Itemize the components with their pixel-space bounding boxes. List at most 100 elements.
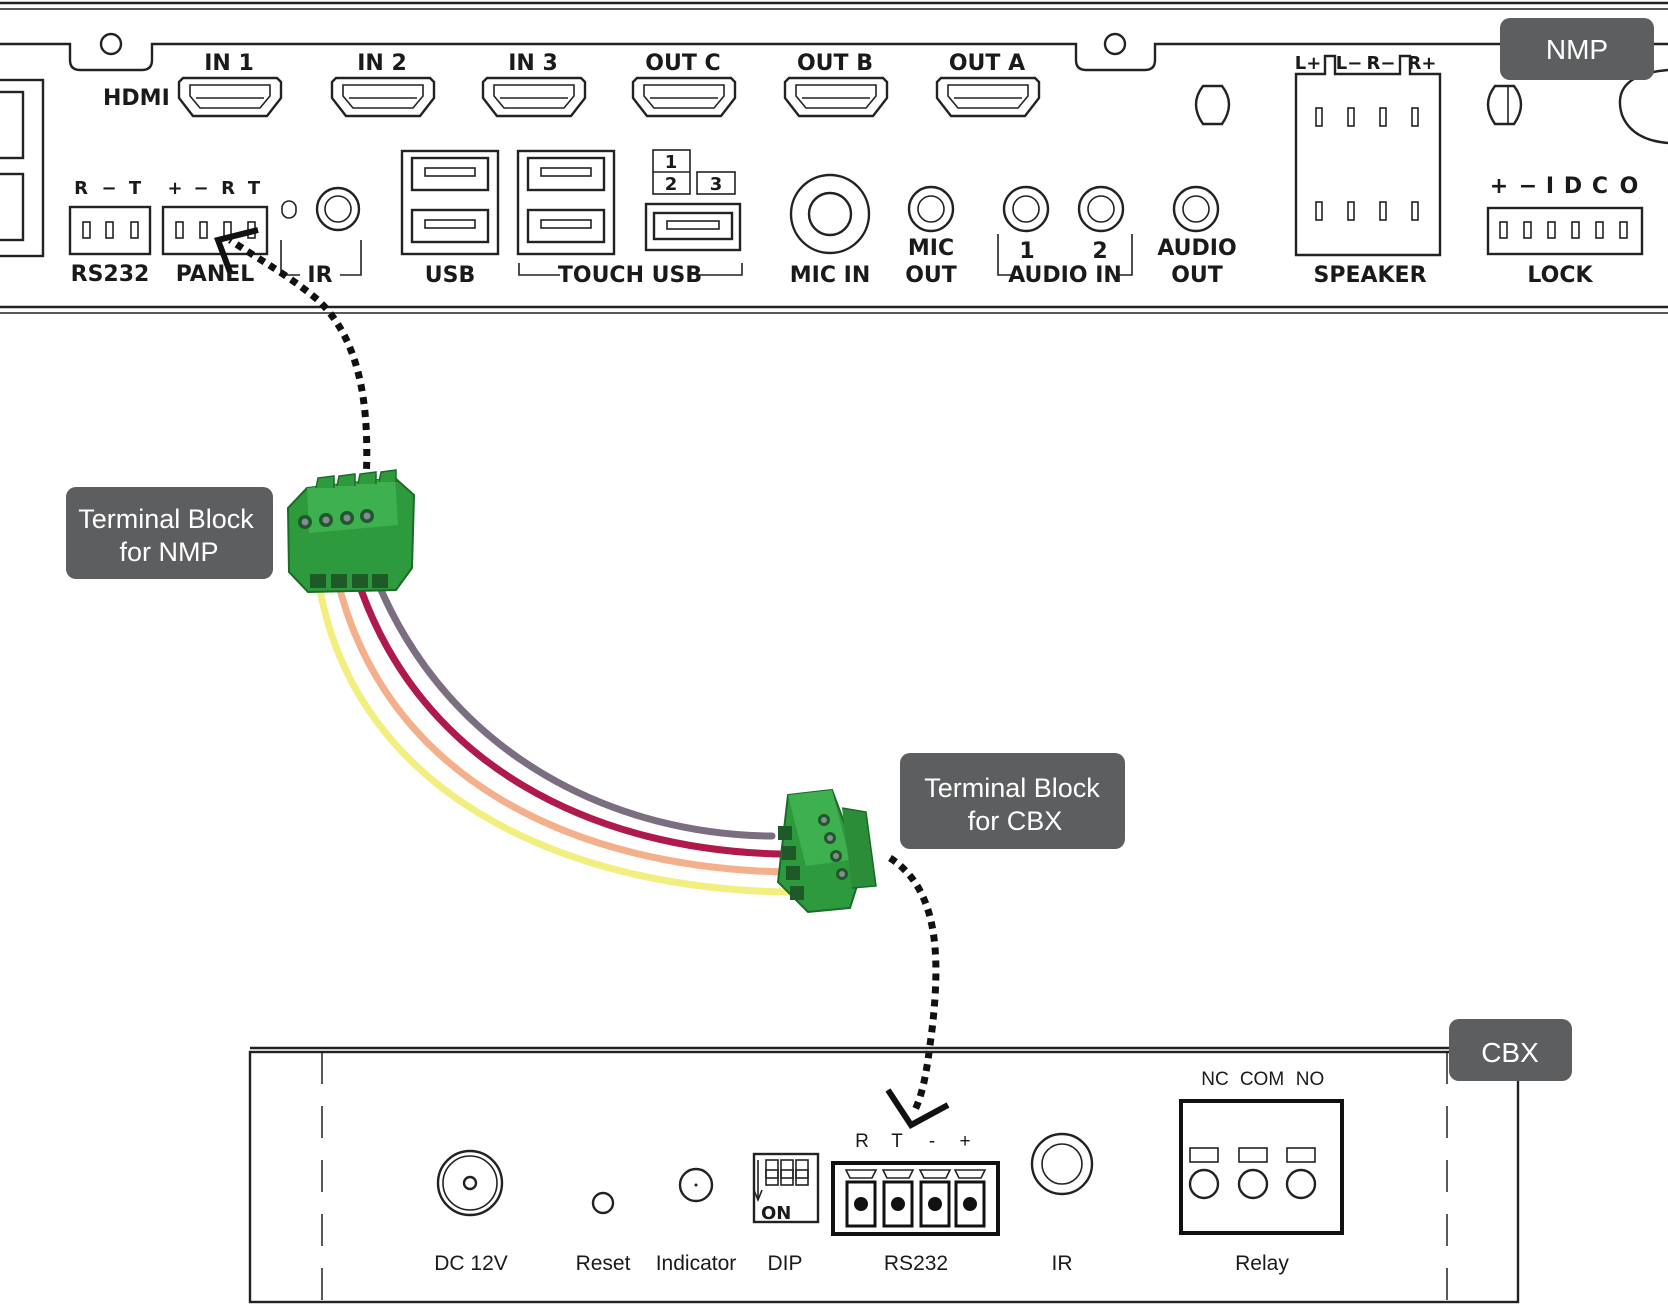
touch-usb-label: TOUCH USB [558,263,702,288]
pin-label: − [193,178,208,199]
arrow-to-cbx-rs232 [885,855,950,1129]
cbx-tag: CBX [1449,1019,1572,1081]
terminal-block-nmp [286,469,416,594]
pin-label: R+ [1408,53,1437,74]
hdmi-port-label: OUT B [797,51,873,76]
nmp-touch-usb-port: 1 2 3 TOUCH USB [516,149,743,288]
hdmi-port-label: OUT A [949,51,1025,76]
cbx-port-label: RS232 [884,1252,948,1275]
touch-usb-number: 1 [665,152,678,173]
mount-hole-left [99,32,123,56]
hdmi-port-label: IN 1 [204,51,254,76]
pin-label: R [855,1131,869,1152]
speaker-label: SPEAKER [1313,263,1426,288]
pin-label: - [929,1131,935,1152]
nmp-audio-out-port: AUDIO OUT [1157,185,1237,288]
wire-peach [333,574,790,876]
audio-out-label: AUDIO [1157,236,1236,261]
cbx-port-label: DIP [767,1252,802,1275]
mic-out-label: MIC [908,236,954,261]
pin-label: O [1620,174,1639,199]
hdmi-port-label: IN 3 [508,51,558,76]
nmp-tag-text: NMP [1546,34,1608,65]
hdmi-port-in-2: IN 2 [330,51,436,118]
arrow-to-nmp-panel [214,227,371,483]
cbx-rs232-port: R T - + RS232 [831,1131,1000,1275]
pin-label: + [1490,174,1508,199]
mic-out-label: OUT [905,263,957,288]
hdmi-port-in-3: IN 3 [481,51,587,118]
audio-in-label: AUDIO IN [1008,263,1122,288]
callout-line: Terminal Block [78,504,254,534]
pin-label: I [1546,174,1554,199]
nmp-lock-port: + − I D C O LOCK [1486,174,1644,288]
dip-on-label: ON [761,1203,791,1224]
callout-line: for CBX [968,806,1063,836]
nmp-mic-out-port: MIC OUT [905,185,957,288]
callout-line: for NMP [119,537,218,567]
nmp-speaker-port: L+ L− R− R+ SPEAKER [1295,53,1442,288]
cbx-port-label: DC 12V [434,1252,508,1275]
audio-in-number: 1 [1019,239,1034,264]
ir-label: IR [307,263,332,288]
pin-label: R− [1367,53,1396,74]
hdmi-port-out-a: OUT A [935,51,1041,118]
wire-bundle [314,574,796,896]
hdmi-port-out-b: OUT B [783,51,889,118]
nmp-rs232-port: R − T RS232 [68,178,152,287]
pin-label: L− [1336,53,1363,74]
usb-label: USB [425,263,475,288]
callout-terminal-block-cbx: Terminal Block for CBX [900,753,1125,849]
nmp-panel: HDMI IN 1 IN 2 IN 3 OUT C OUT B [0,1,1668,314]
cbx-reset-button: Reset [576,1191,631,1275]
mic-in-label: MIC IN [790,263,870,288]
pin-label: T [248,178,261,199]
wire-red [353,574,784,858]
hdmi-port-label: IN 2 [357,51,407,76]
cbx-relay-port: NC COM NO Relay [1179,1069,1344,1275]
nmp-mic-in-port: MIC IN [790,173,870,288]
audio-out-label: OUT [1171,263,1223,288]
wire-grey [372,574,776,840]
cbx-port-label: Indicator [656,1252,737,1275]
cbx-port-label: Relay [1235,1252,1289,1275]
pin-label: L+ [1295,53,1322,74]
hdmi-port-out-c: OUT C [631,51,737,118]
pin-label: R [74,178,88,199]
callout-terminal-block-nmp: Terminal Block for NMP [66,487,273,579]
hdmi-label: HDMI [103,86,170,111]
pin-label: T [891,1131,903,1152]
pin-label: COM [1240,1069,1284,1090]
touch-usb-number: 3 [710,174,723,195]
cbx-port-label: Reset [576,1252,631,1275]
pin-label: + [959,1131,970,1152]
pin-label: NC [1201,1069,1228,1090]
mount-hole-right [1103,32,1127,56]
pin-label: − [101,178,116,199]
hdmi-port-label: OUT C [645,51,720,76]
nmp-ir-port: IR [280,186,362,288]
audio-in-number: 2 [1092,239,1107,264]
touch-usb-number: 2 [665,174,678,195]
cbx-dc-12v-port: DC 12V [434,1149,508,1275]
pin-label: − [1519,174,1537,199]
pin-label: NO [1296,1069,1325,1090]
panel-label: PANEL [176,262,255,287]
nmp-panel-port: + − R T PANEL [161,178,269,287]
nmp-tag: NMP [1500,18,1654,80]
lock-label: LOCK [1527,263,1593,288]
pin-label: T [129,178,142,199]
cbx-indicator-led: Indicator [656,1167,737,1275]
cbx-ir-port: IR [1030,1132,1094,1275]
cbx-port-label: IR [1052,1252,1073,1275]
wire-yellow [314,574,796,896]
callout-line: Terminal Block [924,773,1100,803]
rs232-label: RS232 [71,262,150,287]
cbx-tag-text: CBX [1481,1037,1539,1068]
cbx-panel: DC 12V Reset Indicator ON DIP [248,1019,1572,1304]
pin-label: C [1592,174,1608,199]
terminal-block-cbx [776,788,877,914]
pin-label: + [167,178,182,199]
hdmi-port-in-1: IN 1 [177,51,283,118]
